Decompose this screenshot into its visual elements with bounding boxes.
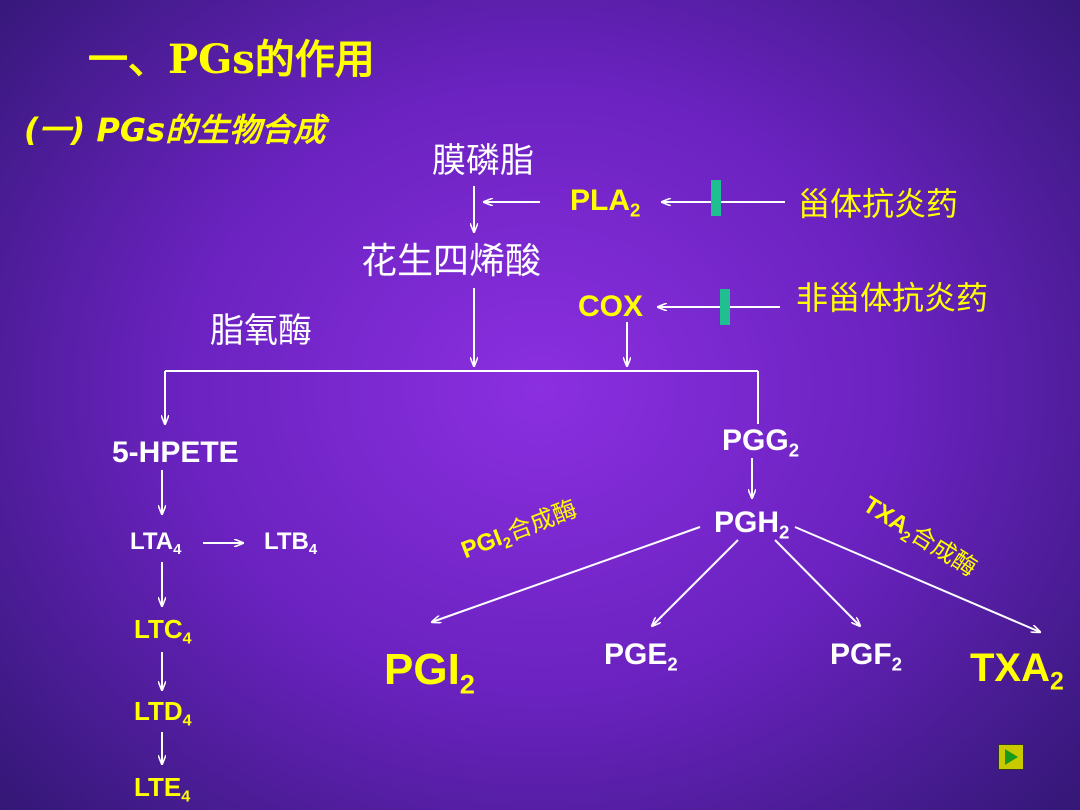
inhibitor-bar-pla2 [711, 180, 721, 216]
node-pgf2: PGF2 [830, 638, 902, 674]
txa2-subscript: 2 [1050, 668, 1064, 696]
next-slide-button[interactable] [998, 744, 1024, 770]
arrow-pgh2-to-pge2 [652, 539, 739, 626]
node-lte4: LTE4 [134, 772, 190, 805]
node-pgg2: PGG2 [722, 424, 799, 460]
pgf2-subscript: 2 [891, 653, 903, 675]
page-title: 一、PGs的作用 [88, 36, 375, 83]
pgi2-label: PGI [384, 645, 460, 694]
node-membrane-phospholipid: 膜磷脂 [432, 141, 534, 181]
node-cox: COX [578, 290, 644, 323]
pla2-subscript: 2 [630, 199, 641, 221]
pgg2-label: PGG [722, 424, 789, 457]
node-ltd4: LTD4 [134, 696, 192, 729]
node-lta4: LTA4 [130, 528, 181, 558]
pgh2-label: PGH [714, 506, 780, 539]
pla2-label: PLA [570, 184, 630, 217]
node-steroid-drug: 甾体抗炎药 [798, 185, 959, 223]
lta4-label: LTA [130, 528, 174, 555]
node-arachidonic-acid: 花生四烯酸 [361, 241, 542, 282]
node-pge2: PGE2 [604, 638, 678, 674]
node-ltc4: LTC4 [134, 614, 192, 647]
ltd4-label: LTD [134, 696, 183, 726]
pge2-label: PGE [604, 638, 668, 671]
inhibitor-bar-cox [720, 289, 730, 325]
node-nonsteroid-drug: 非甾体抗炎药 [796, 279, 989, 317]
node-pla2: PLA2 [570, 184, 640, 220]
pgf2-label: PGF [830, 638, 892, 671]
ltc4-subscript: 4 [182, 629, 192, 648]
txa2-label: TXA [970, 646, 1050, 690]
pgg2-subscript: 2 [788, 439, 800, 461]
ltb4-label: LTB [264, 528, 309, 555]
play-triangle-icon [1005, 749, 1018, 765]
arrow-pgh2-to-pgi2 [432, 526, 701, 622]
node-txa2: TXA2 [970, 646, 1064, 695]
pge2-subscript: 2 [667, 653, 678, 675]
arrow-pgh2-to-txa2 [794, 526, 1040, 632]
node-ltb4: LTB4 [264, 528, 317, 558]
node-pgi2: PGI2 [384, 645, 475, 698]
pgi2-subscript: 2 [459, 668, 475, 700]
pgh2-subscript: 2 [779, 521, 790, 543]
lte4-subscript: 4 [181, 787, 191, 806]
lte4-label: LTE [134, 772, 182, 802]
node-5-hpete: 5-HPETE [112, 436, 239, 469]
ltb4-subscript: 4 [308, 542, 318, 559]
node-lipoxygenase: 脂氧酶 [210, 311, 312, 351]
lta4-subscript: 4 [173, 542, 182, 559]
page-subtitle: (一) PGs的生物合成 [24, 111, 326, 149]
ltc4-label: LTC [134, 614, 183, 644]
node-pgh2: PGH2 [714, 506, 789, 542]
arrow-pgh2-to-pgf2 [774, 539, 860, 626]
ltd4-subscript: 4 [182, 711, 192, 730]
